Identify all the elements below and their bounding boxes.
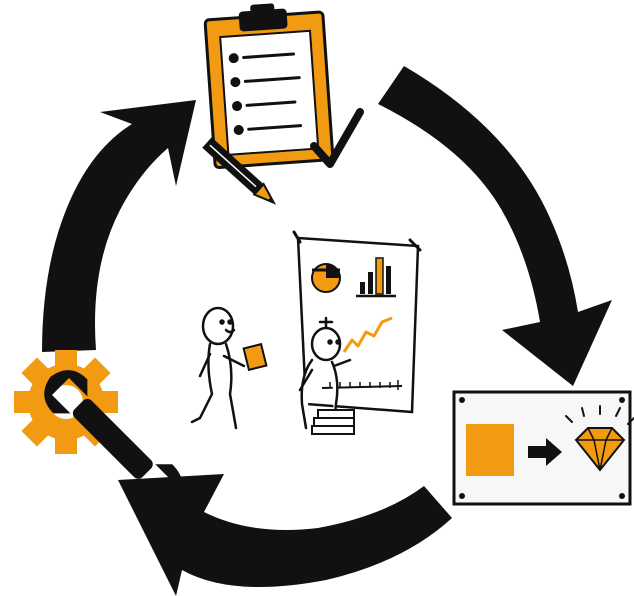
presenter-figure [298,316,352,430]
gear-wrench-icon [14,350,183,509]
books-stack-icon [311,409,355,435]
arrow-left [42,100,196,352]
bar-chart-icon [356,257,396,298]
pencil-icon [202,137,277,205]
document-icon [242,342,268,372]
line-chart-icon [342,316,393,353]
presentation-scene [190,230,422,435]
orange-square-icon [466,424,514,476]
arrow-bottom [118,474,452,596]
arrow-top-right [378,66,612,386]
right-arrow-icon [528,438,562,466]
checkmark-icon [310,108,364,168]
clipboard-checklist-icon [202,3,364,205]
walking-figure [190,306,246,430]
pie-chart-icon [311,263,341,293]
wrench-icon [44,370,183,509]
sketch-diamond-icon [565,405,634,472]
cycle-arrows [42,66,612,596]
design-board [452,390,634,506]
